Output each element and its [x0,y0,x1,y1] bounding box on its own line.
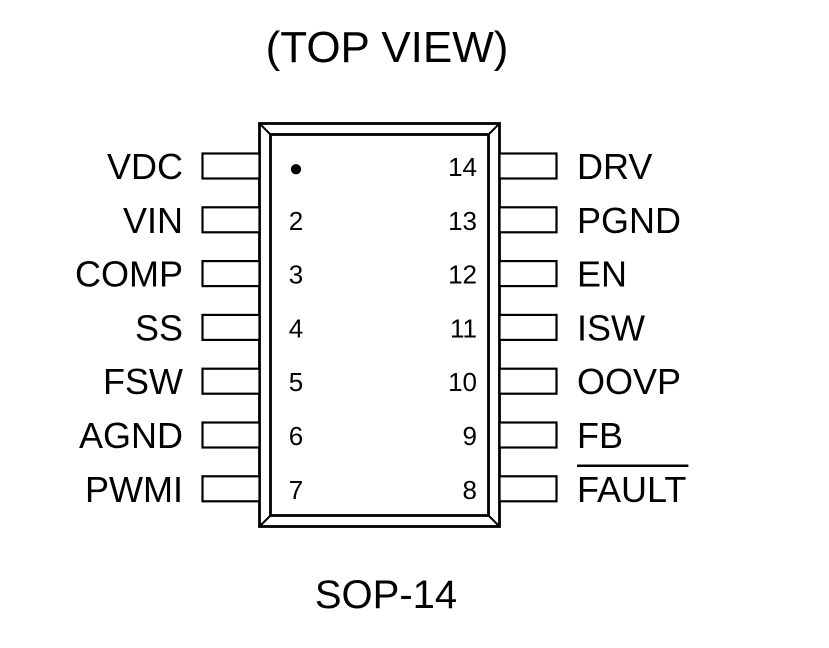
left-pin-lead [201,367,261,395]
right-pin-lead [498,260,558,288]
right-pin-name: FB [577,415,623,456]
right-pin-number: 9 [463,421,477,451]
right-pin-number: 12 [448,260,477,290]
right-pin-name: ISW [577,307,645,348]
ic-package-body [258,122,501,528]
package-inner-outline [269,133,490,517]
right-pin-lead [498,421,558,449]
left-pin-number: 5 [289,367,303,397]
pin1-marker-dot: ● [289,155,304,182]
left-pin-lead [201,152,261,180]
left-pin-lead [201,475,261,503]
bevel-bottom-left [258,514,272,528]
right-pin-number: 10 [448,367,477,397]
right-pin-name: OOVP [577,361,681,402]
left-pin-number: 4 [289,313,303,343]
bevel-top-right [487,122,501,136]
right-pin-number: 13 [448,206,477,236]
right-pin-lead [498,206,558,234]
bevel-bottom-right [487,514,501,528]
right-pin-lead [498,152,558,180]
right-pin-number: 14 [448,152,477,182]
package-name: SOP-14 [315,573,457,617]
left-pin-name: VIN [123,200,183,241]
left-pin-name: FSW [103,361,183,402]
left-pin-lead [201,421,261,449]
right-pin-number: 11 [450,313,477,343]
right-pin-name: EN [577,254,627,295]
view-title: (TOP VIEW) [266,23,509,72]
left-pin-name: COMP [75,254,183,295]
left-pin-name: SS [135,307,183,348]
left-pin-number: 3 [289,260,303,290]
right-pin-name: FAULT [577,469,686,510]
right-pin-lead [498,313,558,341]
bevel-top-left [258,122,272,136]
right-pin-lead [498,367,558,395]
right-pin-name: DRV [577,146,652,187]
right-pin-number: 8 [463,475,477,505]
left-pin-number: 7 [289,475,303,505]
right-pin-group: 14 DRV 13 PGND 12 EN 11 ISW 10 OOVP 9 FB 8 FAULT [448,146,689,510]
left-pin-name: PWMI [85,469,183,510]
left-pin-name: VDC [107,146,183,187]
left-pin-lead [201,313,261,341]
left-pin-lead [201,206,261,234]
right-pin-name: PGND [577,200,681,241]
left-pin-number: 6 [289,421,303,451]
left-pin-name: AGND [79,415,183,456]
left-pin-lead [201,260,261,288]
left-pin-number: 2 [289,206,303,236]
right-pin-lead [498,475,558,503]
